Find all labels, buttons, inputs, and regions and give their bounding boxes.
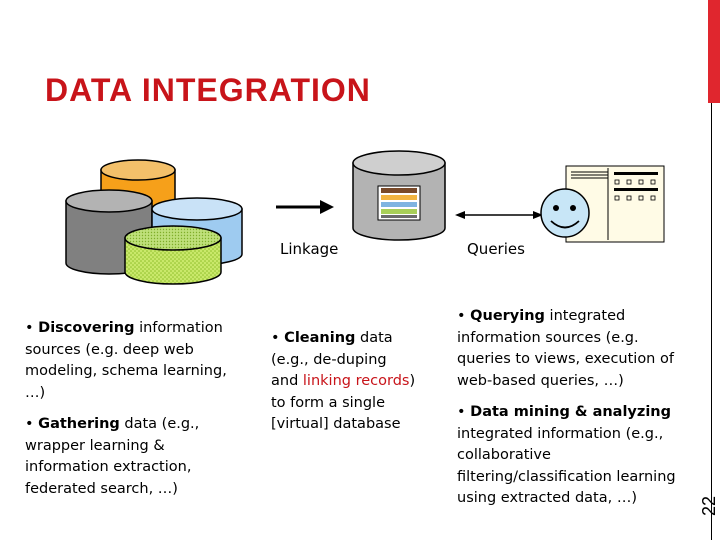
discovering-gathering-text: • Discovering information sources (e.g. … xyxy=(25,318,237,500)
cleaning-paragraph: • Cleaning data (e.g., de-duping and lin… xyxy=(271,330,416,432)
querying-paragraph: • Querying integrated information source… xyxy=(457,308,674,389)
integrated-database xyxy=(352,150,446,241)
linkage-arrow xyxy=(276,200,334,214)
queries-arrow xyxy=(455,211,543,219)
queries-label: Queries xyxy=(467,240,525,258)
linkage-label: Linkage xyxy=(280,240,339,258)
gathering-paragraph: • Gathering data (e.g., wrapper learning… xyxy=(25,416,200,497)
slide-title: DATA INTEGRATION xyxy=(45,72,371,108)
discovering-paragraph: • Discovering information sources (e.g. … xyxy=(25,320,227,401)
mining-paragraph: • Data mining & analyzing integrated inf… xyxy=(457,404,676,506)
cleaning-text: • Cleaning data (e.g., de-duping and lin… xyxy=(271,328,416,436)
database-records-stack xyxy=(377,185,421,221)
querying-mining-text: • Querying integrated information source… xyxy=(457,306,685,510)
accent-bar xyxy=(708,0,720,103)
source-database-green xyxy=(124,225,222,285)
side-rule xyxy=(711,103,712,540)
user-smiley-icon xyxy=(540,188,590,238)
